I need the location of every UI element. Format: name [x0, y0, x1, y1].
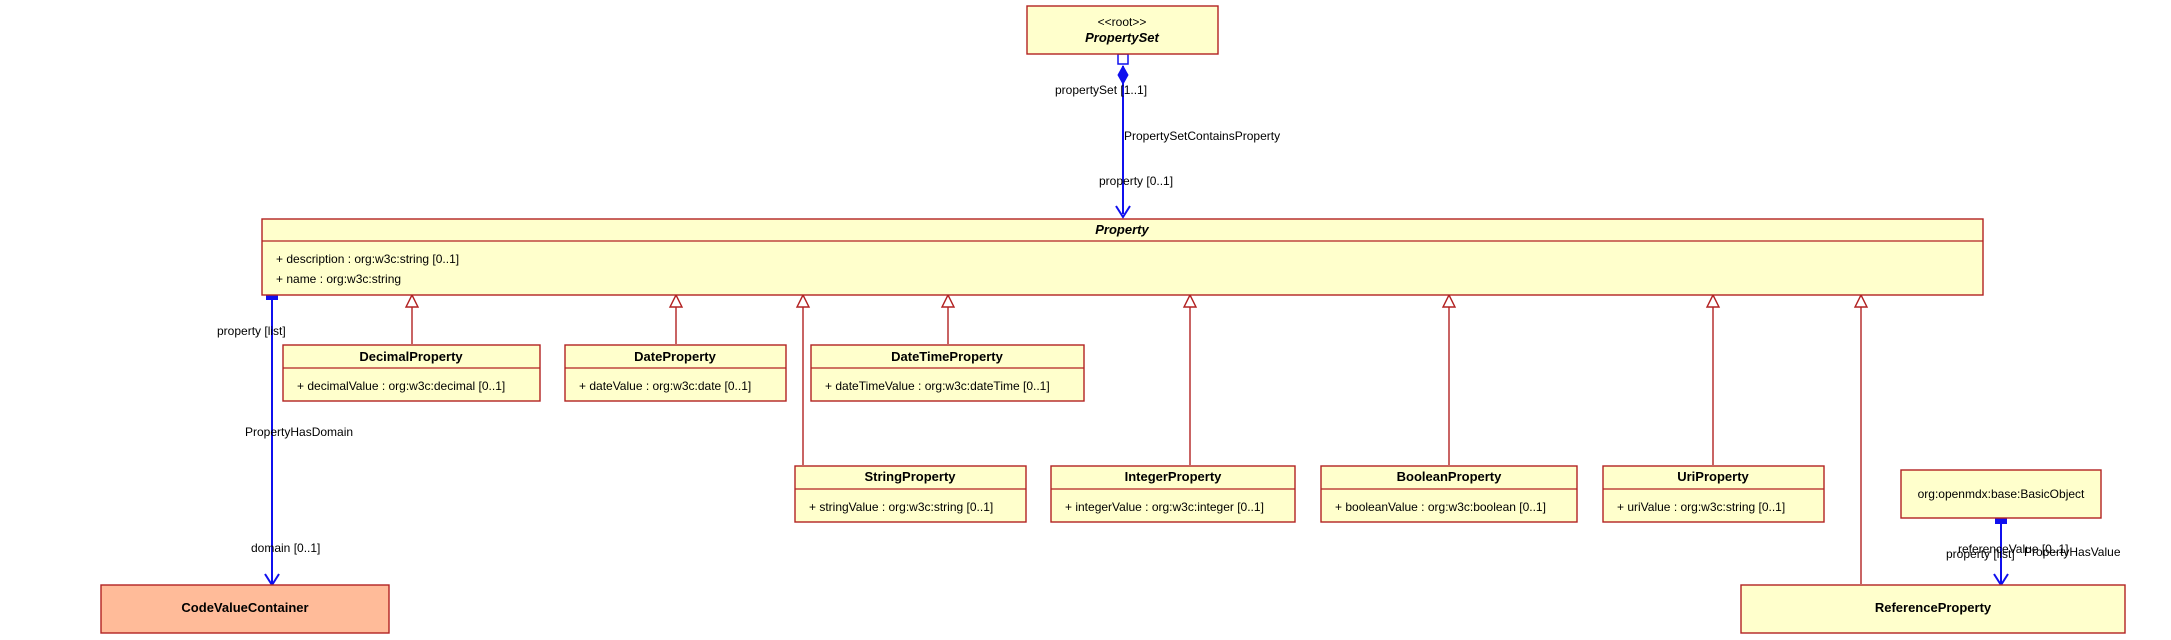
class-name: PropertySet [1085, 30, 1159, 45]
gen-decimal-arrowhead [404, 293, 420, 308]
association-name-label: PropertySetContainsProperty [1124, 129, 1280, 143]
attribute: + stringValue : org:w3c:string [0..1] [809, 500, 993, 514]
class-name: org:openmdx:base:BasicObject [1918, 487, 2085, 501]
gen-uri-arrowhead [1705, 293, 1721, 308]
stereotype-label: <<root>> [1098, 15, 1147, 29]
class-name: DateProperty [634, 349, 716, 364]
gen-date-arrowhead [668, 293, 684, 308]
composition-marker [1995, 518, 2007, 524]
class-name: DateTimeProperty [891, 349, 1004, 364]
class-name: DecimalProperty [359, 349, 463, 364]
class-reference-property[interactable]: ReferenceProperty [1740, 584, 2126, 634]
class-uri-property[interactable]: UriProperty + uriValue : org:w3c:string … [1602, 465, 1825, 523]
attribute-description: + description : org:w3c:string [0..1] [276, 252, 459, 266]
class-name: UriProperty [1677, 469, 1749, 484]
role-label-domain: domain [0..1] [251, 541, 320, 555]
role-label-property: property [0..1] [1099, 174, 1173, 188]
role-label-property-list: property [list] [217, 324, 286, 338]
class-name: ReferenceProperty [1875, 600, 1992, 615]
class-name: Property [1095, 222, 1149, 237]
class-datetime-property[interactable]: DateTimeProperty + dateTimeValue : org:w… [810, 344, 1085, 402]
attribute: + dateTimeValue : org:w3c:dateTime [0..1… [825, 379, 1050, 393]
role-label-property-set: propertySet [1..1] [1055, 83, 1147, 97]
attribute-name: + name : org:w3c:string [276, 272, 401, 286]
class-integer-property[interactable]: IntegerProperty + integerValue : org:w3c… [1050, 465, 1296, 523]
class-name: StringProperty [864, 469, 956, 484]
gen-boolean-arrowhead [1441, 293, 1457, 308]
attribute: + booleanValue : org:w3c:boolean [0..1] [1335, 500, 1546, 514]
association-property-set-contains-property: propertySet [1..1] PropertySetContainsPr… [1055, 53, 1280, 219]
attribute: + integerValue : org:w3c:integer [0..1] [1065, 500, 1264, 514]
attribute: + decimalValue : org:w3c:decimal [0..1] [297, 379, 505, 393]
association-property-has-domain: property [list] PropertyHasDomain domain… [217, 294, 353, 587]
association-reference-property-has-value: referenceValue [0..1] property [list] Pr… [1946, 518, 2121, 587]
class-name: CodeValueContainer [181, 600, 308, 615]
composition-marker [266, 294, 278, 300]
attribute: + uriValue : org:w3c:string [0..1] [1617, 500, 1785, 514]
gen-datetime-arrowhead [940, 293, 956, 308]
gen-reference-arrowhead [1853, 293, 1869, 308]
association-name-label: PropertyHasValue [2024, 545, 2121, 559]
navigability-arrow [1115, 205, 1131, 219]
attribute: + dateValue : org:w3c:date [0..1] [579, 379, 751, 393]
class-boolean-property[interactable]: BooleanProperty + booleanValue : org:w3c… [1320, 465, 1578, 523]
class-code-value-container[interactable]: CodeValueContainer [100, 584, 390, 634]
class-name: IntegerProperty [1125, 469, 1223, 484]
class-string-property[interactable]: StringProperty + stringValue : org:w3c:s… [794, 465, 1027, 523]
generalization-lines [404, 293, 1869, 584]
qualifier-square [1117, 53, 1129, 65]
composition-diamond [1117, 64, 1129, 86]
role-label-property-list-2: property [list] [1946, 547, 2015, 561]
association-name-label: PropertyHasDomain [245, 425, 353, 439]
class-property-set[interactable]: <<root>> PropertySet [1026, 5, 1219, 55]
gen-integer-arrowhead [1182, 293, 1198, 308]
gen-string-arrowhead [795, 293, 811, 308]
class-date-property[interactable]: DateProperty + dateValue : org:w3c:date … [564, 344, 787, 402]
class-property[interactable]: Property + description : org:w3c:string … [261, 218, 1984, 296]
class-name: BooleanProperty [1397, 469, 1503, 484]
role-label-reference-value: referenceValue [0..1] [1958, 542, 2069, 556]
class-basic-object[interactable]: org:openmdx:base:BasicObject [1900, 469, 2102, 519]
class-decimal-property[interactable]: DecimalProperty + decimalValue : org:w3c… [282, 344, 541, 402]
